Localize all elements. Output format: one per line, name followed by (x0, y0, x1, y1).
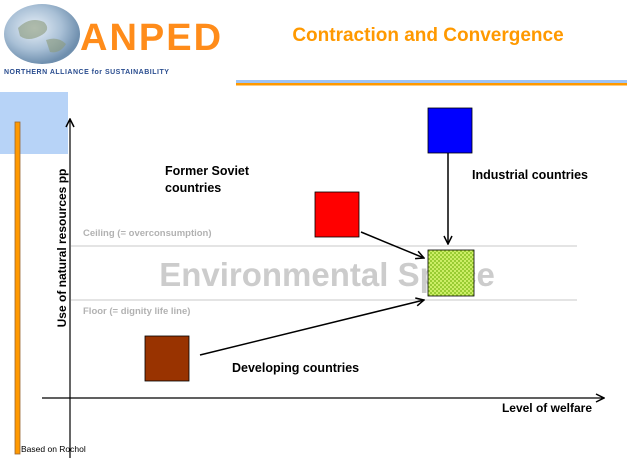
globe-land (18, 20, 66, 53)
header-accent-blue (236, 80, 627, 83)
former-soviet-label-line1: Former Soviet (165, 164, 250, 178)
industrial-countries-label: Industrial countries (472, 168, 588, 182)
side-accent-bar (14, 121, 21, 455)
source-credit: Based on Rochol (21, 444, 86, 454)
logo: ANPED NORTHERN ALLIANCE for SUSTAINABILI… (4, 4, 223, 76)
target-box (427, 249, 475, 297)
developing-arrow (199, 300, 424, 356)
slide-title: Contraction and Convergence (292, 25, 563, 46)
y-axis-label: Use of natural resources pp (55, 169, 69, 328)
former-soviet-arrow (360, 231, 424, 258)
former-soviet-box (314, 191, 360, 238)
former-soviet-label-line2: countries (165, 181, 221, 195)
developing-countries-label: Developing countries (232, 361, 359, 375)
floor-label: Floor (= dignity life line) (83, 306, 190, 317)
logo-tagline: NORTHERN ALLIANCE for SUSTAINABILITY (4, 69, 169, 76)
side-accent-blue (0, 92, 68, 154)
x-axis-label: Level of welfare (502, 401, 592, 415)
logo-wordmark: ANPED (80, 17, 223, 59)
ceiling-label: Ceiling (= overconsumption) (83, 228, 212, 239)
developing-countries-box (144, 335, 190, 382)
industrial-countries-box (427, 107, 473, 154)
